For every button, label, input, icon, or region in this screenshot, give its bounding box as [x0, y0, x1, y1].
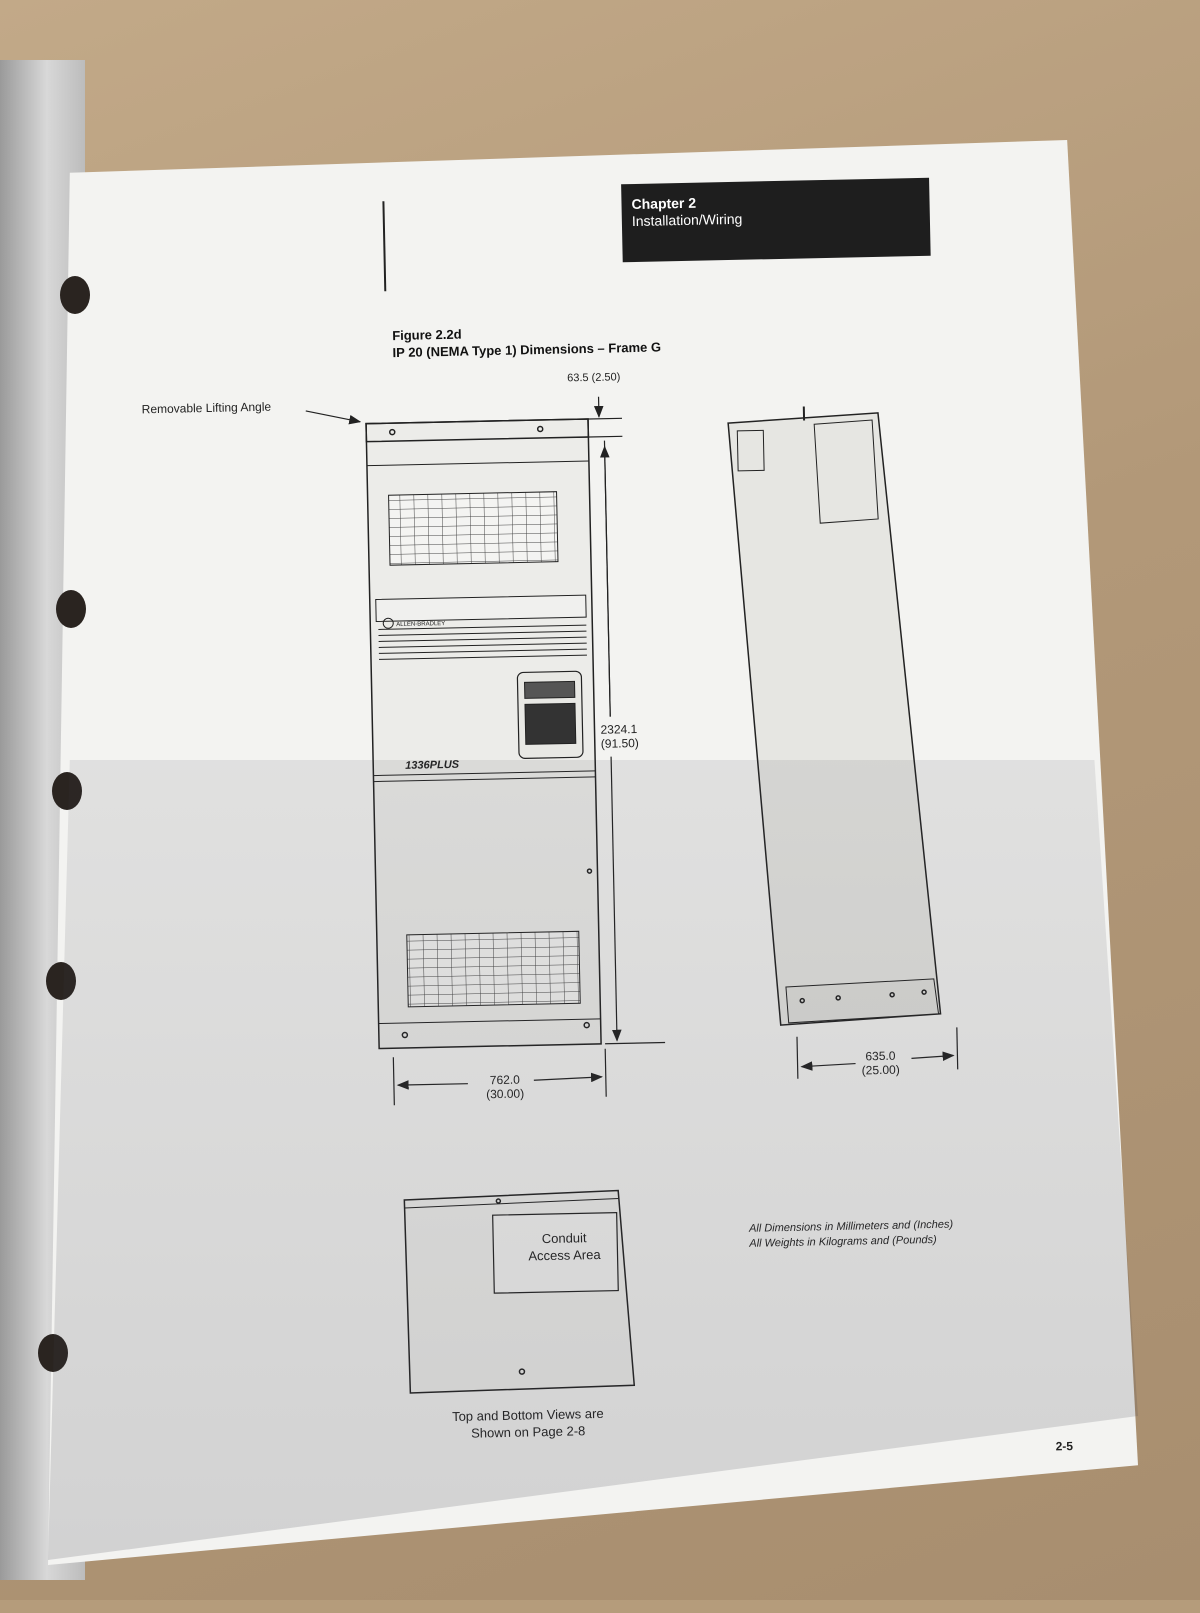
depth-label: 635.0 (25.00)	[861, 1049, 900, 1078]
model-text: 1336PLUS	[405, 759, 460, 772]
depth-in: (25.00)	[862, 1063, 900, 1078]
front-view	[366, 419, 601, 1049]
lower-vent-grille	[407, 931, 580, 1007]
keypad-display	[525, 681, 575, 698]
side-base-plate	[786, 979, 939, 1023]
width-mm: 762.0	[486, 1072, 524, 1087]
conduit-label: Conduit Access Area	[509, 1229, 620, 1265]
keypad-buttons	[525, 703, 576, 744]
width-label: 762.0 (30.00)	[486, 1072, 525, 1101]
height-mm: 2324.1	[600, 722, 638, 737]
side-view	[728, 404, 941, 1026]
lifting-angle-leader	[306, 410, 360, 423]
height-in: (91.50)	[601, 736, 639, 751]
top-view	[404, 1190, 634, 1393]
width-in: (30.00)	[486, 1086, 524, 1101]
page-number: 2-5	[1055, 1439, 1073, 1453]
units-note: All Dimensions in Millimeters and (Inche…	[749, 1218, 954, 1252]
conduit-line-2: Access Area	[509, 1246, 619, 1265]
upper-vent-grille	[389, 492, 558, 566]
brand-text: ALLEN-BRADLEY	[396, 621, 445, 628]
depth-mm: 635.0	[861, 1049, 899, 1064]
height-label: 2324.1 (91.50)	[600, 722, 639, 751]
lifting-angle-label: Removable Lifting Angle	[142, 400, 272, 417]
top-offset-label: 63.5 (2.50)	[567, 370, 620, 385]
views-note: Top and Bottom Views are Shown on Page 2…	[433, 1404, 624, 1442]
